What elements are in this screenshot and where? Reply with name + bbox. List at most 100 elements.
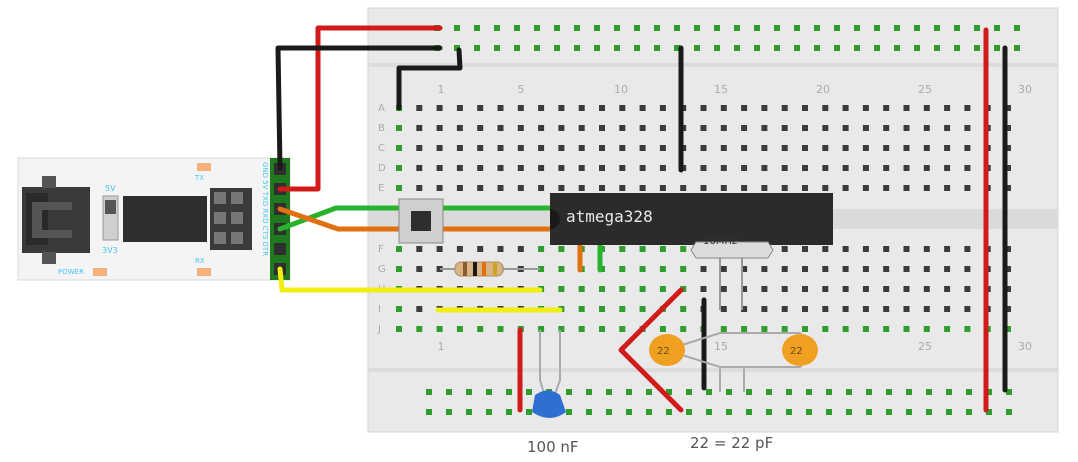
breadboard-hole [761, 125, 768, 131]
ftdi-header-pins [270, 158, 290, 280]
breadboard-hole [814, 25, 820, 31]
breadboard-hole [396, 246, 402, 252]
breadboard-hole [926, 409, 932, 415]
breadboard-hole [903, 145, 910, 151]
breadboard-hole [416, 246, 423, 252]
breadboard-hole [754, 25, 760, 31]
breadboard-hole [599, 145, 605, 151]
breadboard-hole [477, 145, 484, 151]
breadboard-hole [436, 326, 443, 332]
breadboard-hole [436, 165, 443, 171]
breadboard-hole [761, 326, 768, 332]
breadboard-hole [416, 105, 423, 111]
breadboard-hole [842, 125, 849, 131]
breadboard-hole [964, 306, 971, 312]
breadboard-hole [914, 45, 920, 51]
breadboard-hole [923, 266, 930, 272]
column-number-15: 15 [714, 83, 728, 96]
breadboard-hole [862, 185, 869, 191]
breadboard-hole [822, 306, 829, 312]
breadboard-hole [822, 185, 829, 191]
breadboard-hole [396, 145, 402, 151]
breadboard-hole [842, 185, 849, 191]
ftdi-adapter-board: 5V 3V3 TX RX POWER GND 5V TXD RXD CTS DT… [17, 157, 291, 281]
breadboard-hole [517, 125, 524, 131]
breadboard-hole [534, 25, 540, 31]
breadboard-hole [526, 389, 532, 395]
breadboard-hole [416, 266, 423, 272]
label-tx: TX [194, 174, 204, 182]
breadboard-hole [654, 45, 660, 51]
breadboard-hole [944, 145, 951, 151]
breadboard-hole [396, 165, 402, 171]
wire-black-gnd [275, 45, 443, 171]
breadboard-hole [822, 286, 829, 292]
breadboard-hole [680, 326, 687, 332]
breadboard-hole [578, 125, 585, 131]
breadboard-hole [903, 105, 910, 111]
label-power: POWER [58, 268, 84, 276]
column-number-5: 5 [518, 83, 525, 96]
breadboard-hole [766, 409, 772, 415]
breadboard-hole [538, 326, 545, 332]
breadboard-hole [477, 165, 484, 171]
breadboard-hole [639, 125, 646, 131]
breadboard-hole [1005, 185, 1011, 191]
breadboard-hole [517, 145, 524, 151]
breadboard-hole [802, 306, 808, 312]
breadboard-hole [720, 306, 727, 312]
breadboard-hole [994, 25, 1000, 31]
breadboard-hole [883, 105, 890, 111]
breadboard-hole [822, 145, 829, 151]
breadboard-hole [883, 165, 890, 171]
breadboard-hole [474, 45, 480, 51]
breadboard-hole [416, 326, 423, 332]
breadboard-hole [396, 306, 402, 312]
chip-label: atmega328 [566, 207, 653, 226]
breadboard-hole [741, 165, 748, 171]
breadboard-hole [974, 25, 980, 31]
breadboard-hole [726, 409, 732, 415]
breadboard-hole [966, 409, 972, 415]
breadboard-hole [454, 45, 460, 51]
breadboard-hole [1006, 389, 1012, 395]
breadboard-hole [866, 409, 872, 415]
label-5v: 5V [105, 184, 116, 193]
breadboard-hole [680, 185, 687, 191]
breadboard-hole [456, 246, 463, 252]
breadboard-hole [862, 306, 869, 312]
breadboard-hole [626, 409, 632, 415]
breadboard-hole [497, 246, 504, 252]
column-number-1: 1 [438, 83, 445, 96]
breadboard-hole [486, 389, 492, 395]
breadboard-hole [538, 125, 545, 131]
breadboard-hole [846, 389, 852, 395]
breadboard-hole [497, 326, 504, 332]
breadboard-hole [794, 25, 800, 31]
breadboard-hole [781, 266, 788, 272]
breadboard-hole [538, 105, 545, 111]
breadboard-hole [814, 45, 820, 51]
column-number-25-bottom: 25 [918, 340, 932, 353]
breadboard-hole [741, 185, 748, 191]
capacitor-100nf [532, 330, 566, 418]
breadboard-hole [944, 306, 951, 312]
breadboard-hole [944, 165, 951, 171]
breadboard-hole [741, 326, 748, 332]
breadboard-hole [436, 145, 443, 151]
breadboard-hole [714, 25, 720, 31]
breadboard-hole [574, 25, 580, 31]
breadboard-hole [720, 125, 727, 131]
power-led [93, 268, 107, 276]
breadboard-hole [506, 409, 512, 415]
breadboard-hole [826, 409, 832, 415]
breadboard-hole [883, 266, 890, 272]
breadboard-hole [906, 389, 912, 395]
breadboard-hole [456, 105, 463, 111]
breadboard-hole [923, 125, 930, 131]
breadboard-hole [934, 25, 940, 31]
breadboard-hole [477, 105, 484, 111]
breadboard-hole [862, 165, 869, 171]
breadboard-hole [558, 286, 565, 292]
